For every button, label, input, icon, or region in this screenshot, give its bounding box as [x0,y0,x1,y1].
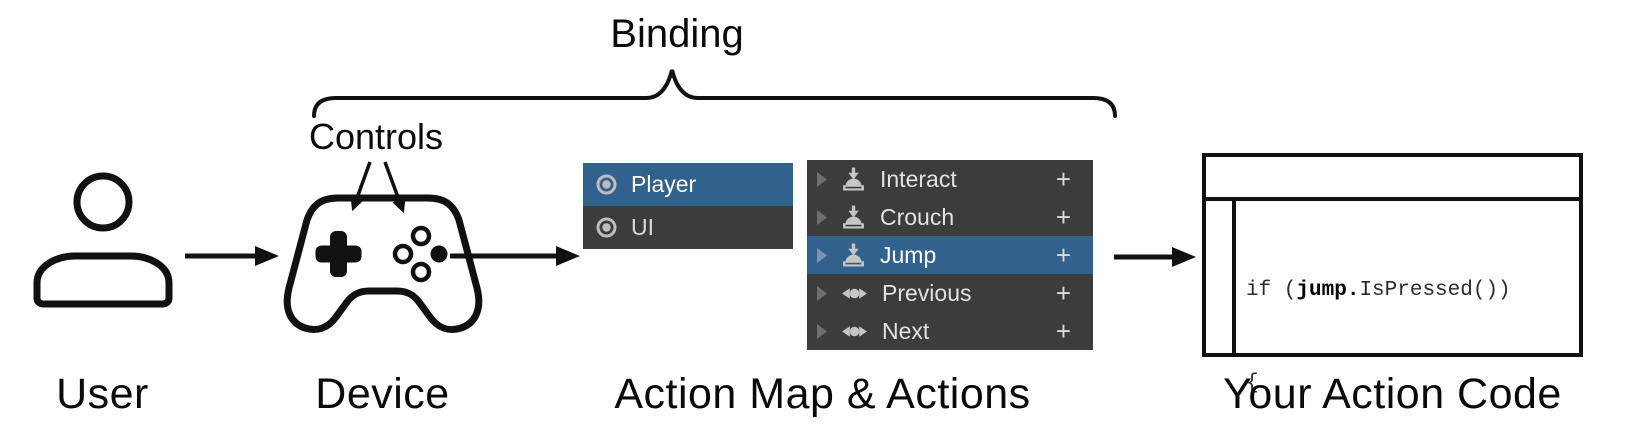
axis-icon [841,319,868,344]
gamepad-icon [283,194,483,334]
code-line-2: { [1246,372,1259,395]
action-map-row-ui[interactable]: UI [583,206,793,249]
disclosure-triangle-icon[interactable] [816,209,828,226]
code-line-1: if (jump.IsPressed()) [1246,279,1511,302]
code-snippet: if (jump.IsPressed()) { // your code } [1246,213,1511,434]
action-row-jump[interactable]: Jump + [807,236,1093,274]
face-buttons-icon [392,225,448,283]
controls-label: Controls [309,116,444,157]
add-binding-button[interactable]: + [1055,278,1071,308]
code-gutter-line [1232,201,1236,353]
code-box: if (jump.IsPressed()) { // your code } [1202,153,1583,395]
add-binding-button[interactable]: + [1055,202,1071,232]
action-label: Jump [880,241,937,268]
button-icon [841,243,866,268]
axis-icon [841,281,868,306]
flow-arrow-actions-code [1114,247,1196,267]
flow-arrow-device-actionmap [450,246,580,266]
action-row-interact[interactable]: Interact + [807,160,1093,198]
dpad-icon [315,231,362,277]
action-map-icon [595,173,618,196]
action-label: Crouch [880,203,955,230]
action-map-label: Player [631,171,697,197]
code-box-header [1206,157,1579,201]
add-binding-button[interactable]: + [1055,164,1071,194]
action-map-panel: Player UI [583,163,793,249]
add-binding-button[interactable]: + [1055,240,1071,270]
action-map-label: UI [631,214,654,240]
disclosure-triangle-icon[interactable] [816,247,828,264]
add-binding-button[interactable]: + [1055,316,1071,346]
action-row-next[interactable]: Next + [807,312,1093,350]
actions-panel: Interact + Crouch + [807,160,1093,350]
face-button-active-icon [430,245,448,263]
your-action-code-label: Your Action Code [1223,370,1562,418]
action-map-icon [595,216,618,239]
action-row-previous[interactable]: Previous + [807,274,1093,312]
binding-brace-icon [312,69,1117,118]
action-map-actions-label: Action Map & Actions [614,370,1031,418]
action-map-row-player[interactable]: Player [583,163,793,206]
disclosure-triangle-icon[interactable] [816,285,828,302]
code-bold-token: jump. [1296,279,1360,302]
disclosure-triangle-icon[interactable] [816,171,828,188]
user-icon [33,172,173,308]
action-label: Interact [880,165,957,192]
disclosure-triangle-icon[interactable] [816,323,828,340]
binding-title: Binding [610,12,744,56]
action-label: Next [882,317,930,344]
device-label: Device [315,370,450,418]
action-label: Previous [882,279,972,306]
button-icon [841,167,866,192]
code-box-body: if (jump.IsPressed()) { // your code } [1206,201,1579,395]
action-row-crouch[interactable]: Crouch + [807,198,1093,236]
flow-arrow-user-device [185,246,279,266]
user-label: User [56,370,149,418]
button-icon [841,205,866,230]
